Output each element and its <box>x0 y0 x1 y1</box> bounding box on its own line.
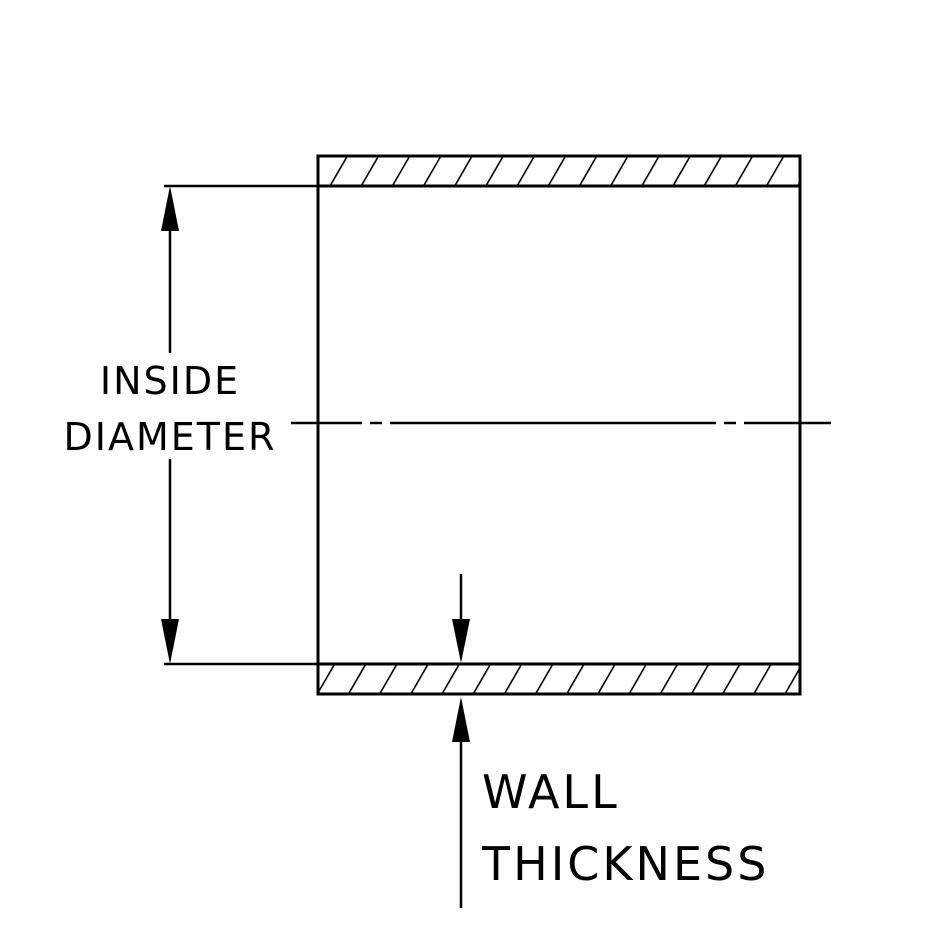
inside-diameter-arrow-up-icon <box>161 186 179 231</box>
wall-thickness-arrow-down-icon <box>452 619 470 663</box>
top-wall-hatched-section <box>316 154 802 188</box>
tube-body-outline <box>316 154 802 696</box>
wall-thickness-dimension: WALL THICKNESS <box>452 574 769 908</box>
wall-thickness-label-line1: WALL <box>482 765 620 819</box>
inside-diameter-label-line1: INSIDE <box>100 359 240 403</box>
inside-diameter-label-line2: DIAMETER <box>64 415 277 459</box>
bottom-wall-hatched-section <box>316 662 802 696</box>
tube-body <box>316 154 802 696</box>
wall-thickness-arrow-up-icon <box>452 697 470 742</box>
inside-diameter-dimension: INSIDE DIAMETER <box>64 184 318 666</box>
inside-diameter-arrow-down-icon <box>161 619 179 664</box>
wall-thickness-label-line2: THICKNESS <box>481 837 769 891</box>
